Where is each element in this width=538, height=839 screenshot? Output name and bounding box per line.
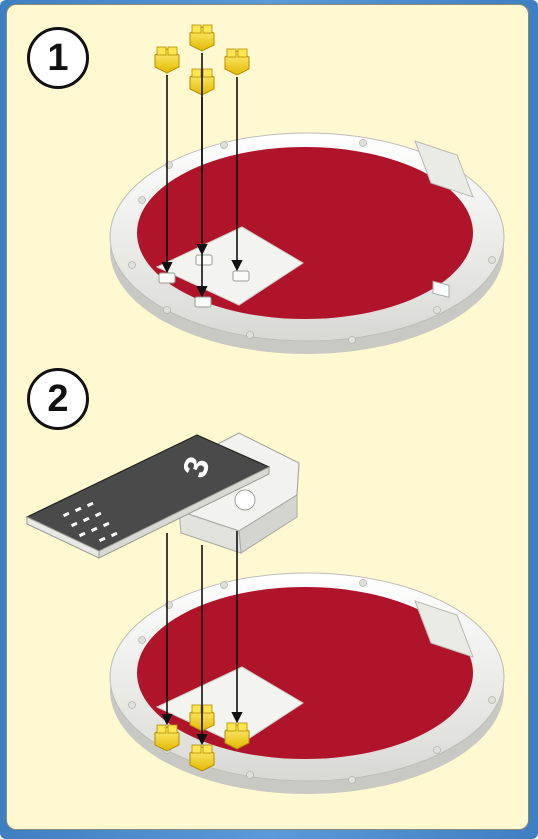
yellow-stud xyxy=(190,745,214,771)
piece-3-plate: 3 xyxy=(27,433,299,558)
yellow-stud xyxy=(225,49,249,75)
plate-bracket-hole xyxy=(235,490,255,510)
yellow-stud xyxy=(155,725,179,751)
yellow-stud xyxy=(225,723,249,749)
step-2-scene: 3 xyxy=(27,433,504,794)
step-1-scene xyxy=(110,25,504,354)
yellow-stud xyxy=(155,47,179,73)
yellow-stud xyxy=(190,25,214,51)
disc-1-red-area xyxy=(137,147,473,319)
instruction-panel: 1 2 xyxy=(6,4,529,830)
assembly-illustration: 3 xyxy=(7,5,529,830)
